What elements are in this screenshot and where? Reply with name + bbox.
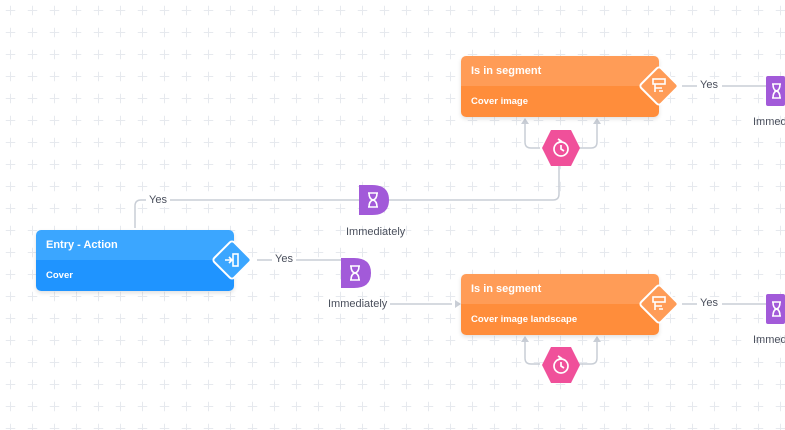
node-title: Entry - Action [36, 230, 234, 260]
segment-node[interactable]: Is in segment Cover image [461, 56, 659, 117]
cycle-timer-icon [553, 138, 569, 157]
node-subtitle: Cover image landscape [461, 304, 659, 335]
wait-node[interactable] [766, 76, 785, 106]
segment-filter-icon [652, 296, 666, 310]
yes-label: Yes [146, 194, 170, 207]
wait-node[interactable] [340, 257, 372, 289]
wait-label: Immediately [346, 226, 406, 238]
loop-node[interactable] [541, 346, 581, 384]
wait-label: Immed [753, 334, 785, 346]
node-subtitle: Cover [36, 260, 234, 291]
cycle-timer-icon [553, 355, 569, 374]
hourglass-icon [772, 301, 781, 317]
wait-label: Immediately [328, 298, 388, 310]
hourglass-icon [772, 83, 781, 99]
hourglass-icon [368, 192, 378, 208]
wait-label: Immed [753, 116, 785, 128]
entry-action-node[interactable]: Entry - Action Cover [36, 230, 234, 291]
segment-node[interactable]: Is in segment Cover image landscape [461, 274, 659, 335]
edge-wait-to-top-loop [388, 166, 560, 201]
yes-label: Yes [697, 297, 721, 310]
segment-filter-icon [652, 78, 666, 92]
node-title: Is in segment [461, 56, 659, 86]
wait-node[interactable] [358, 184, 390, 216]
node-title: Is in segment [461, 274, 659, 304]
edge-loop-top-right [578, 120, 598, 149]
yes-label: Yes [272, 253, 296, 266]
hourglass-icon [350, 265, 360, 281]
exit-door-icon [225, 253, 239, 267]
node-subtitle: Cover image [461, 86, 659, 117]
loop-node[interactable] [541, 129, 581, 167]
yes-label: Yes [697, 79, 721, 92]
edge-loop-top-left [524, 120, 540, 149]
wait-node[interactable] [766, 294, 785, 324]
edge-entry-top [134, 199, 360, 228]
